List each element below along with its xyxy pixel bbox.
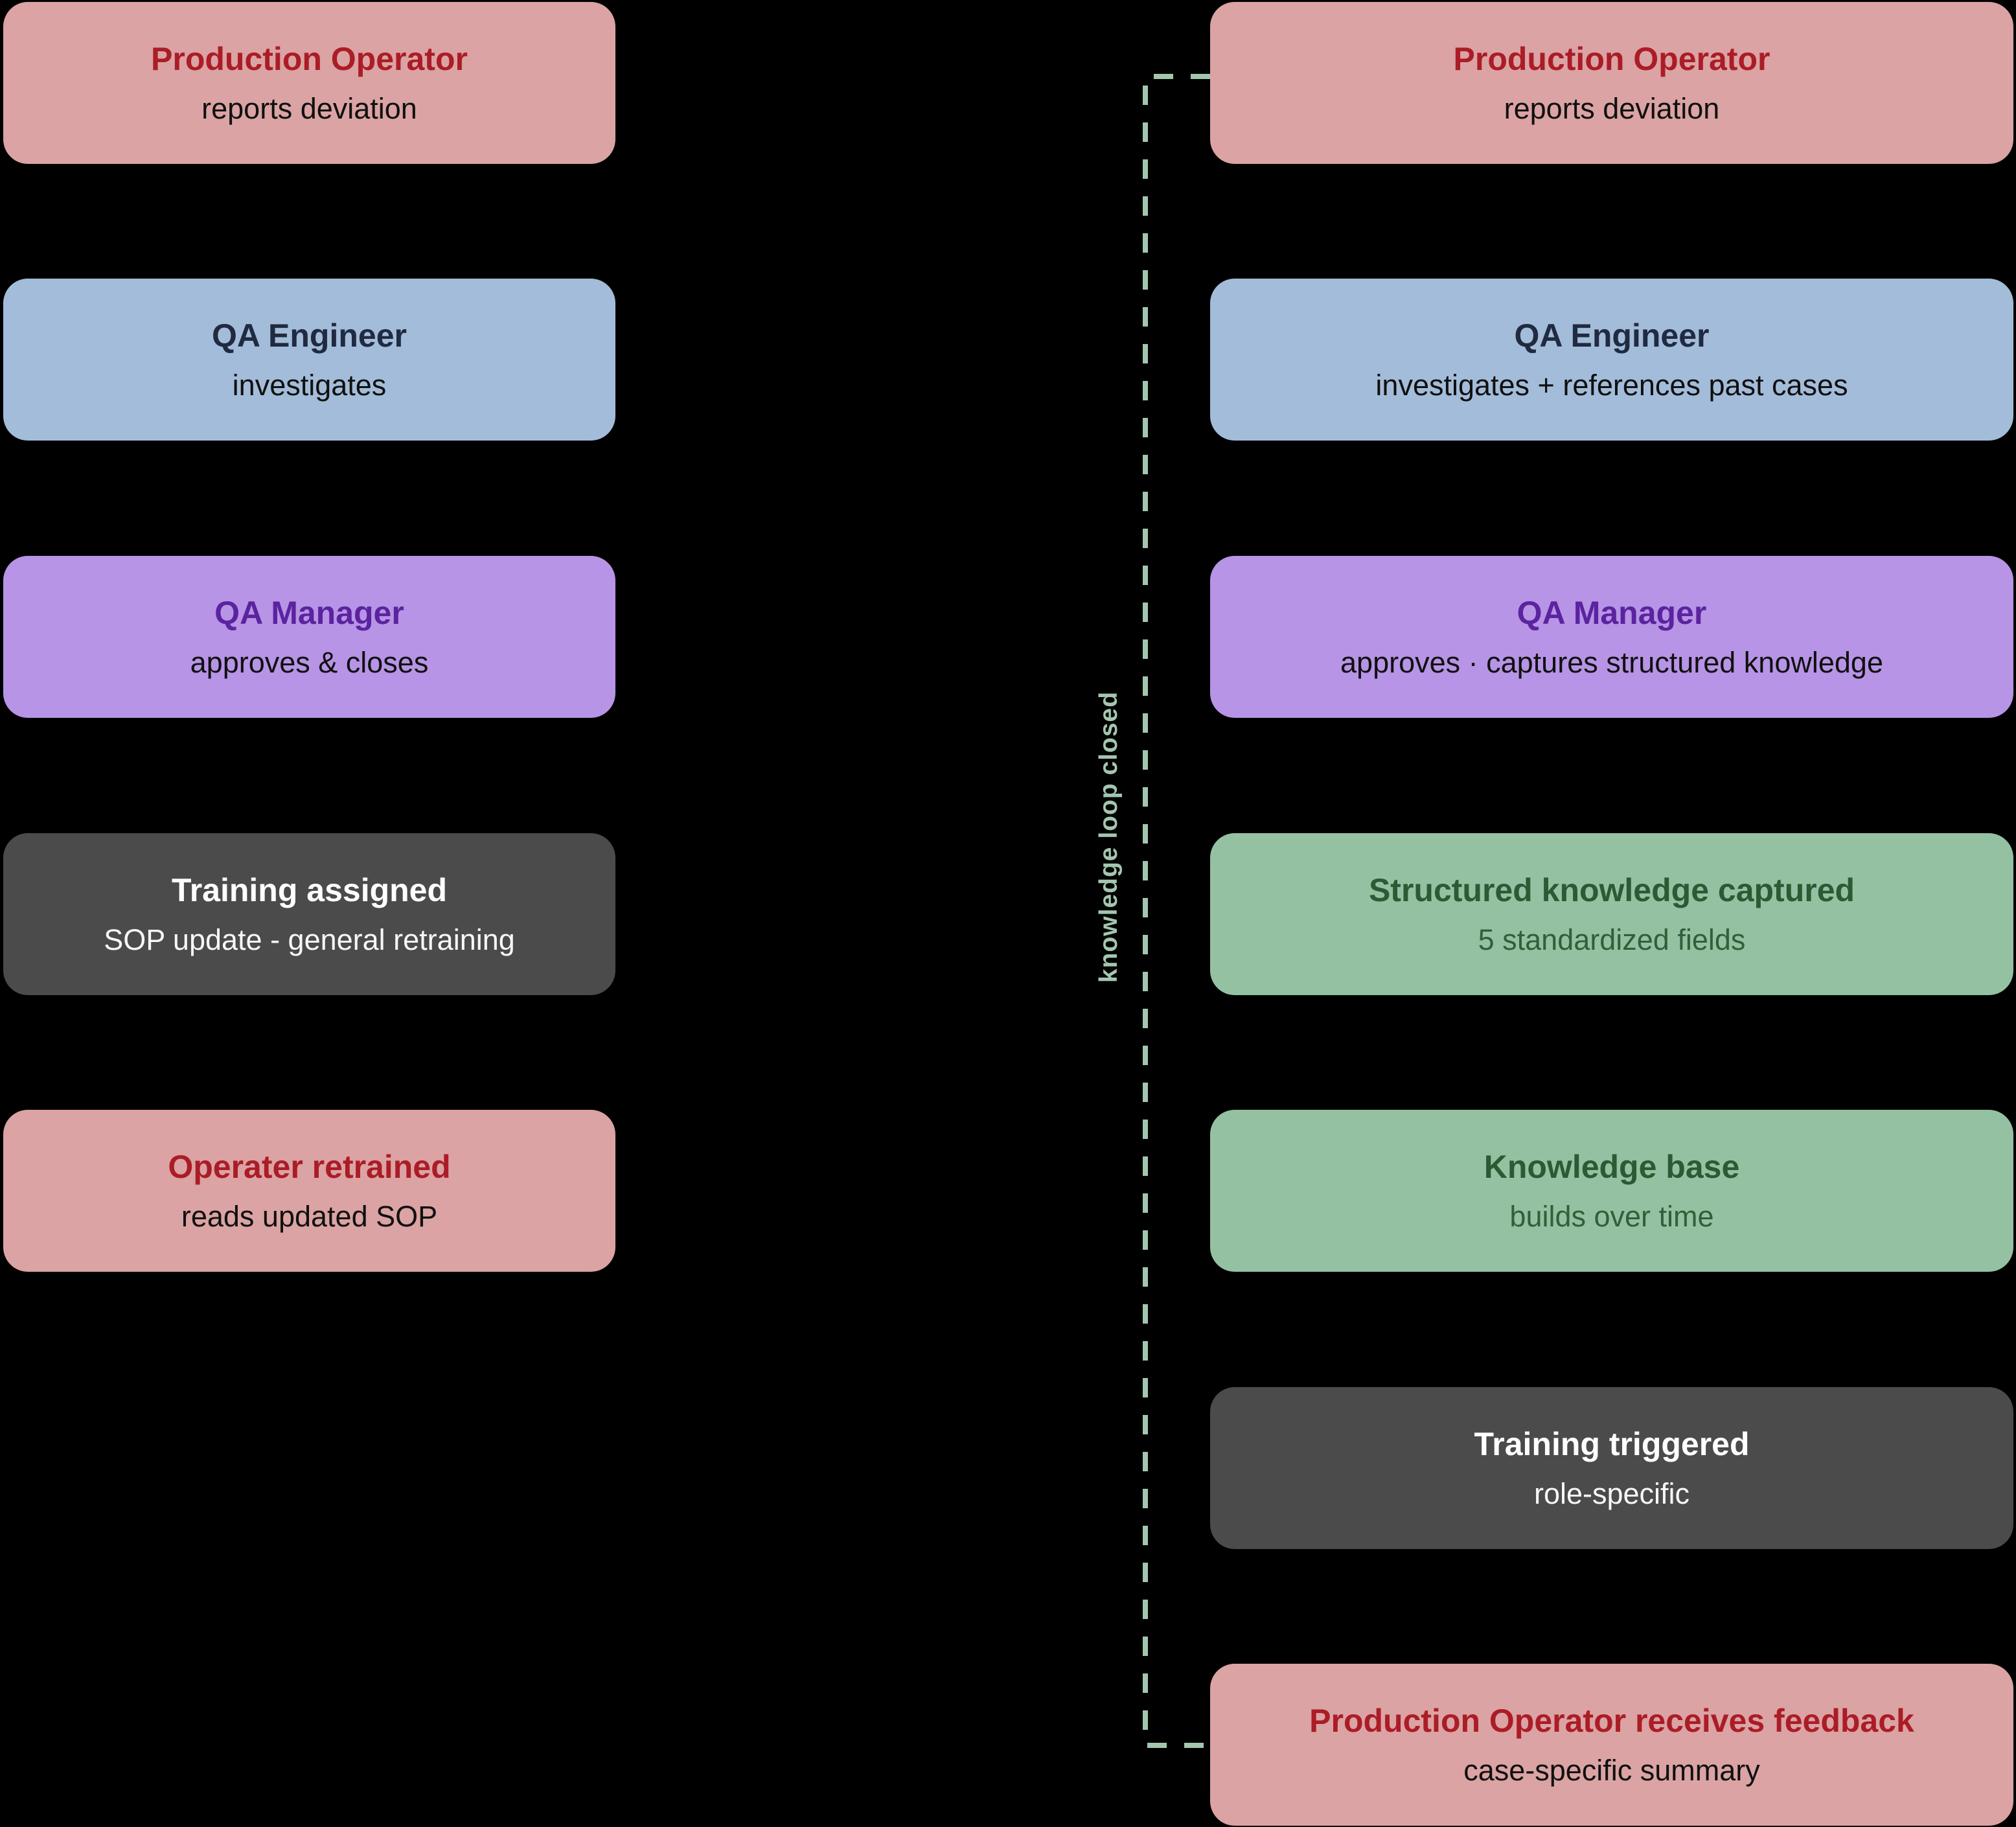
step-subtitle: 5 standardized fields	[1478, 923, 1746, 956]
step-subtitle: approves & closes	[190, 645, 429, 679]
step-subtitle: SOP update - general retraining	[104, 923, 515, 956]
step-title: Training triggered	[1474, 1425, 1750, 1462]
step-subtitle: reads updated SOP	[181, 1199, 438, 1233]
right-step-production-operator: Production Operator reports deviation	[1210, 2, 2013, 164]
step-title: Production Operator receives feedback	[1309, 1702, 1914, 1739]
right-step-qa-engineer: QA Engineer investigates + references pa…	[1210, 279, 2013, 441]
right-step-qa-manager: QA Manager approves · captures structure…	[1210, 556, 2013, 718]
step-title: Operater retrained	[168, 1148, 451, 1185]
step-subtitle: reports deviation	[201, 91, 417, 125]
step-subtitle: builds over time	[1509, 1199, 1714, 1233]
step-title: QA Manager	[214, 594, 404, 631]
right-step-production-operator-receives-feedback: Production Operator receives feedback ca…	[1210, 1664, 2013, 1826]
step-title: Training assigned	[171, 871, 448, 908]
right-step-structured-knowledge-captured: Structured knowledge captured 5 standard…	[1210, 833, 2013, 995]
left-step-qa-engineer: QA Engineer investigates	[3, 279, 615, 441]
right-step-training-triggered: Training triggered role-specific	[1210, 1387, 2013, 1549]
step-subtitle: approves · captures structured knowledge	[1340, 645, 1883, 679]
step-subtitle: investigates + references past cases	[1375, 368, 1848, 402]
step-title: Production Operator	[151, 40, 468, 77]
step-title: Knowledge base	[1483, 1148, 1740, 1185]
step-title: QA Engineer	[1514, 317, 1710, 354]
knowledge-loop-label: knowledge loop closed	[1095, 691, 1123, 983]
step-title: Structured knowledge captured	[1368, 871, 1855, 908]
step-subtitle: role-specific	[1533, 1477, 1690, 1510]
step-title: QA Manager	[1517, 594, 1707, 631]
step-subtitle: case-specific summary	[1463, 1753, 1760, 1787]
step-title: QA Engineer	[212, 317, 407, 354]
step-subtitle: investigates	[232, 368, 387, 402]
left-step-operator-retrained: Operater retrained reads updated SOP	[3, 1110, 615, 1272]
left-step-training-assigned: Training assigned SOP update - general r…	[3, 833, 615, 995]
left-step-production-operator: Production Operator reports deviation	[3, 2, 615, 164]
step-subtitle: reports deviation	[1504, 91, 1720, 125]
step-title: Production Operator	[1453, 40, 1770, 77]
left-step-qa-manager: QA Manager approves & closes	[3, 556, 615, 718]
right-step-knowledge-base: Knowledge base builds over time	[1210, 1110, 2013, 1272]
